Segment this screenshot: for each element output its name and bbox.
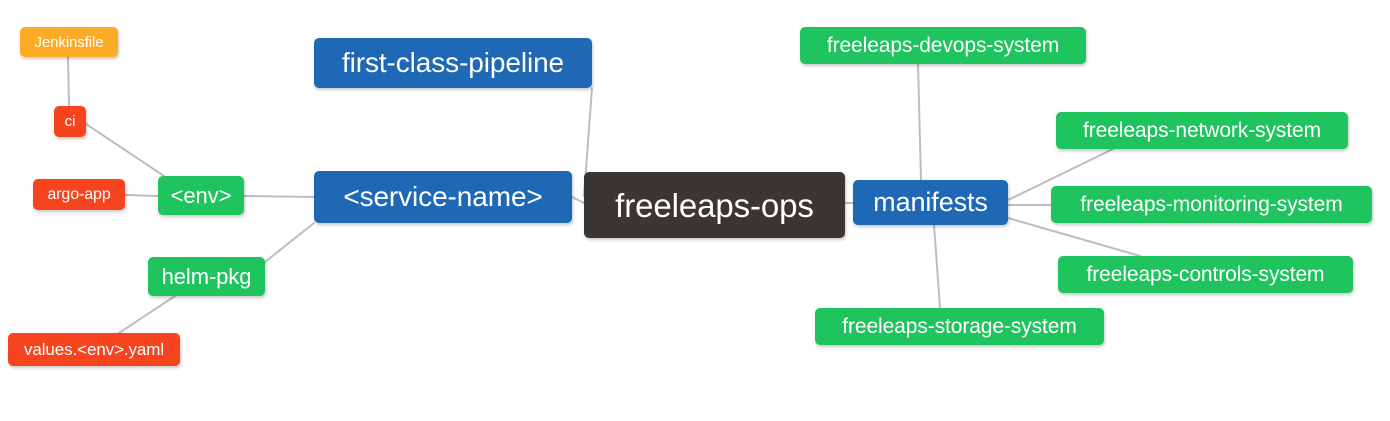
node-first-class-pipeline[interactable]: first-class-pipeline	[314, 38, 592, 88]
node-label: Jenkinsfile	[34, 33, 104, 51]
node-ci[interactable]: ci	[54, 106, 86, 137]
node-label: freeleaps-monitoring-system	[1080, 193, 1343, 216]
node-freeleaps-ops[interactable]: freeleaps-ops	[584, 172, 845, 238]
node-argo-app[interactable]: argo-app	[33, 179, 125, 210]
node-service-name[interactable]: <service-name>	[314, 171, 572, 223]
node-manifests[interactable]: manifests	[853, 180, 1008, 225]
edge-env-to-ci	[85, 123, 165, 177]
node-env[interactable]: <env>	[158, 176, 244, 215]
edge-service-name-to-env	[243, 195, 315, 198]
edge-freeleaps-ops-to-service-name	[571, 196, 585, 204]
edge-ci-to-jenkinsfile	[67, 56, 70, 107]
node-label: freeleaps-controls-system	[1086, 263, 1325, 286]
node-freeleaps-controls-system[interactable]: freeleaps-controls-system	[1058, 256, 1353, 293]
node-jenkinsfile[interactable]: Jenkinsfile	[20, 27, 118, 57]
node-label: freeleaps-storage-system	[842, 315, 1077, 338]
node-label: first-class-pipeline	[341, 47, 565, 78]
edge-manifests-to-freeleaps-storage-system	[933, 224, 941, 309]
edge-env-to-argo-app	[124, 194, 159, 197]
node-label: values.<env>.yaml	[23, 340, 165, 359]
edge-helm-pkg-to-values-env-yaml	[118, 295, 176, 334]
node-label: manifests	[873, 187, 988, 217]
edge-manifests-to-freeleaps-devops-system	[917, 63, 922, 181]
node-values-env-yaml[interactable]: values.<env>.yaml	[8, 333, 180, 366]
node-freeleaps-devops-system[interactable]: freeleaps-devops-system	[800, 27, 1086, 64]
node-helm-pkg[interactable]: helm-pkg	[148, 257, 265, 296]
node-label: ci	[64, 113, 76, 130]
node-label: <service-name>	[343, 181, 543, 212]
node-label: freeleaps-ops	[615, 186, 814, 224]
node-label: freeleaps-network-system	[1082, 119, 1321, 142]
node-freeleaps-network-system[interactable]: freeleaps-network-system	[1056, 112, 1348, 149]
node-label: <env>	[170, 182, 232, 208]
node-label: argo-app	[47, 185, 111, 203]
node-freeleaps-storage-system[interactable]: freeleaps-storage-system	[815, 308, 1104, 345]
edge-manifests-to-freeleaps-controls-system	[1007, 217, 1141, 257]
node-label: freeleaps-devops-system	[826, 34, 1060, 57]
node-label: helm-pkg	[161, 263, 252, 289]
edge-service-name-to-helm-pkg	[264, 222, 315, 263]
node-freeleaps-monitoring-system[interactable]: freeleaps-monitoring-system	[1051, 186, 1372, 223]
